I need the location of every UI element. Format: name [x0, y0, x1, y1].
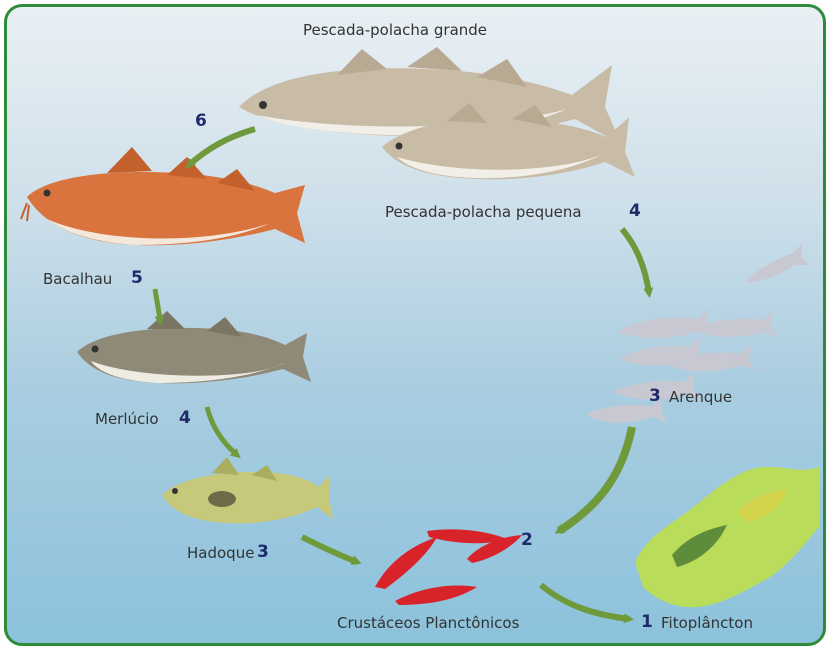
level-number-haddock: 3: [257, 542, 269, 562]
label-large-pollock: Pescada-polacha grande: [303, 21, 487, 39]
level-number-crustaceans: 2: [521, 530, 533, 550]
label-phytoplankton: Fitoplâncton: [661, 614, 753, 632]
arrow-haddock-to-crustaceans: [302, 537, 357, 562]
plankton-crustaceans-illustration: [375, 529, 522, 605]
label-herring: Arenque: [669, 388, 732, 406]
level-number-small-pollock: 4: [629, 201, 641, 221]
level-number-phytoplankton: 1: [641, 612, 653, 632]
level-number-herring: 3: [649, 386, 661, 406]
label-crustaceans: Crustáceos Planctônicos: [337, 614, 519, 632]
arrow-whiting-to-haddock: [207, 407, 237, 455]
arrow-herring-to-crustaceans: [559, 427, 632, 531]
level-number-cod: 5: [131, 268, 143, 288]
whiting-illustration: [77, 311, 311, 383]
diagram-canvas: [7, 7, 823, 643]
haddock-illustration: [162, 457, 333, 523]
arrow-small-pollock-to-herring: [622, 229, 649, 293]
level-number-whiting: 4: [179, 408, 191, 428]
label-haddock: Hadoque: [187, 544, 254, 562]
label-cod: Bacalhau: [43, 270, 112, 288]
phytoplankton-illustration: [635, 467, 819, 607]
cod-illustration: [21, 147, 305, 245]
arrow-crustaceans-to-phytoplankton: [541, 585, 629, 619]
level-number-top: 6: [195, 111, 207, 131]
label-whiting: Merlúcio: [95, 410, 159, 428]
arrow-cod-to-whiting: [155, 289, 160, 321]
food-web-diagram: Pescada-polacha grande 6 Pescada-polacha…: [4, 4, 826, 646]
label-small-pollock: Pescada-polacha pequena: [385, 203, 582, 221]
arrow-pollock-to-cod: [189, 129, 255, 165]
